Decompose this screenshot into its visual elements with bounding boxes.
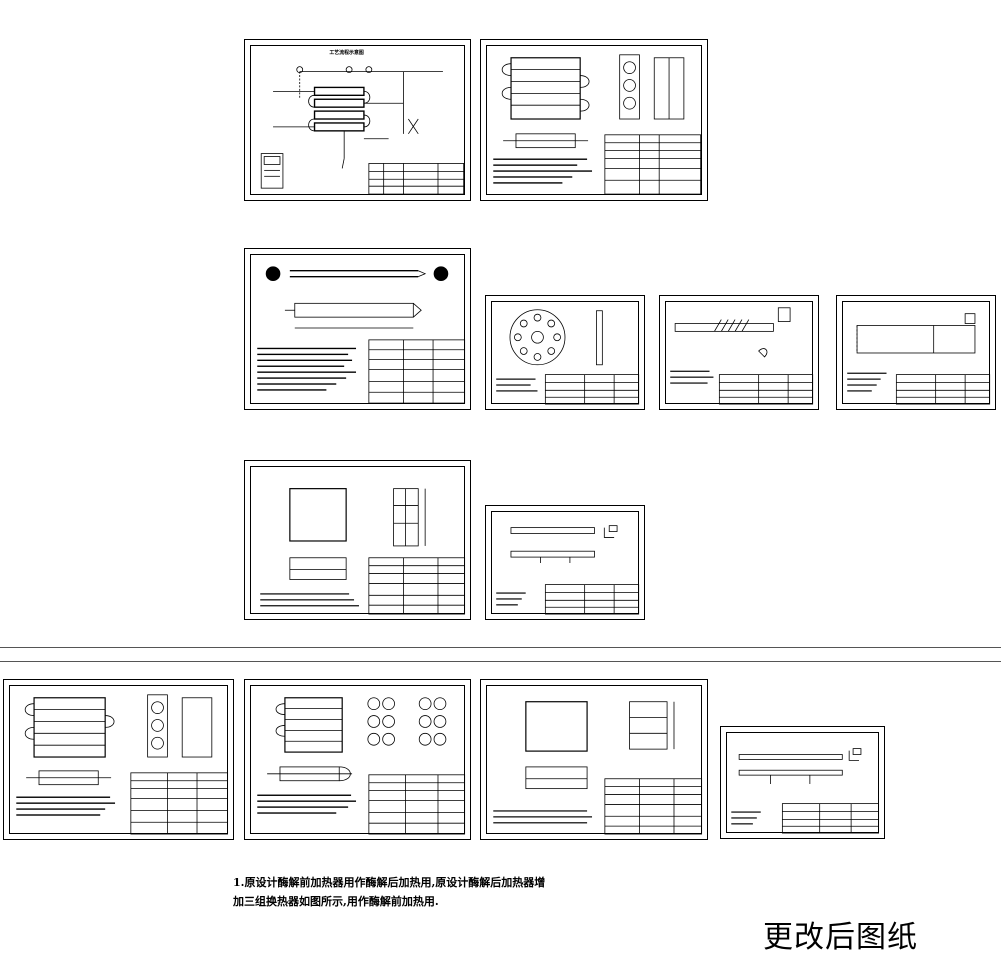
title-block	[544, 584, 640, 615]
title-block	[368, 339, 466, 404]
assembly-revised-b-drawing	[257, 697, 466, 835]
title-block	[368, 163, 465, 195]
title-block	[130, 772, 229, 835]
drawing-sheet-flow-diagram: 工艺流程示意图	[244, 39, 471, 201]
revision-note-line-1: 1.原设计酶解前加热器用作酶解后加热用,原设计酶解后加热器增	[233, 876, 546, 889]
drawing-sheet-heating-tube	[244, 248, 471, 410]
revision-note: 1.原设计酶解前加热器用作酶解后加热用,原设计酶解后加热器增加三组换热器如图所示…	[233, 873, 545, 911]
drawing-sheet-frame-revised	[480, 679, 708, 840]
divider-line-top	[0, 647, 1001, 648]
title-block	[368, 557, 466, 615]
drawing-sheet-support-bar	[485, 505, 645, 620]
flow-diagram-heading: 工艺流程示意图	[329, 49, 364, 56]
drawing-sheet-assembly-revised-a	[3, 679, 234, 840]
support-bar-revised-drawing	[731, 748, 880, 834]
title-block	[604, 134, 702, 195]
drawing-sheet-frame	[244, 460, 471, 620]
drawing-sheet-fin-tube	[659, 295, 819, 410]
drawing-sheet-heat-exchanger-assembly	[480, 39, 708, 201]
heating-tube-drawing	[257, 266, 466, 404]
shell-drawing	[847, 313, 991, 405]
title-block	[544, 374, 640, 405]
revised-drawings-caption: 更改后图纸	[763, 920, 918, 955]
drawing-sheet-shell	[836, 295, 996, 410]
title-block	[895, 374, 991, 405]
title-block	[604, 778, 703, 835]
frame-revised-drawing	[493, 701, 703, 835]
flow-diagram-drawing: 工艺流程示意图	[260, 49, 465, 195]
title-block	[368, 774, 466, 835]
fin-tube-drawing	[670, 307, 814, 405]
support-bar-drawing	[496, 525, 640, 615]
revision-note-line-2: 加三组换热器如图所示,用作酶解前加热用.	[233, 895, 439, 908]
assembly-revised-a-drawing	[16, 694, 229, 835]
title-block	[718, 374, 814, 405]
drawing-sheet-assembly-revised-b	[244, 679, 471, 840]
tube-plate-drawing	[496, 309, 640, 405]
divider-line-bottom	[0, 661, 1001, 662]
frame-drawing	[260, 488, 466, 615]
title-block	[781, 803, 880, 834]
assembly-drawing	[493, 54, 702, 195]
drawing-sheet-support-bar-revised	[720, 726, 885, 839]
drawing-sheet-tube-plate	[485, 295, 645, 410]
